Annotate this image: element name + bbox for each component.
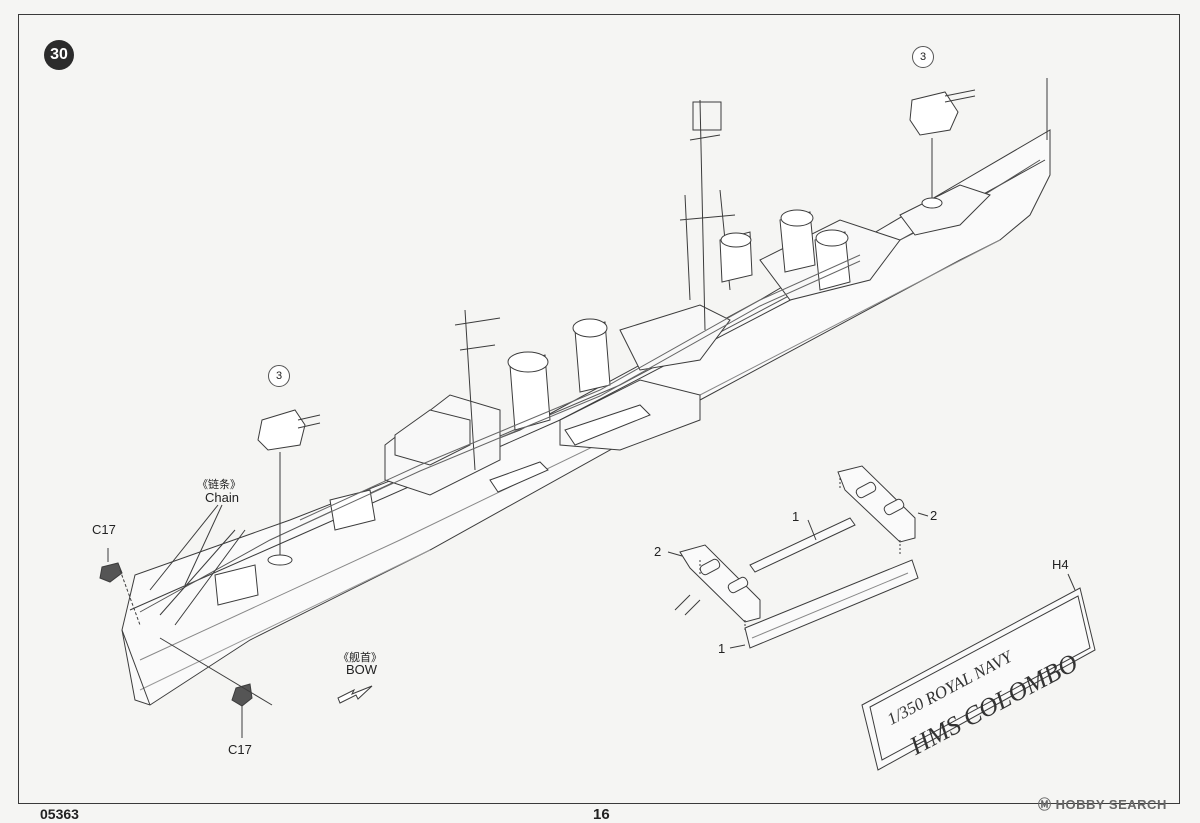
part-callout-aft-turret: 3 — [912, 46, 934, 68]
watermark-logo: Ⓜ HOBBY SEARCH — [1038, 797, 1167, 812]
funnels — [507, 318, 611, 431]
turret-part-aft — [909, 89, 976, 209]
display-stand-parts — [667, 465, 929, 649]
name-plate — [861, 573, 1096, 771]
page-number: 16 — [593, 806, 610, 823]
masts — [454, 78, 1048, 471]
deck-railings — [299, 254, 861, 527]
stand-part-1-lower: 1 — [718, 641, 726, 656]
stand-part-2-left: 2 — [654, 544, 662, 559]
name-plate-part-label: H4 — [1052, 557, 1069, 572]
stand-part-1-upper: 1 — [792, 509, 800, 524]
bow-label: BOW — [346, 662, 378, 677]
stand-part-2-right: 2 — [930, 508, 938, 523]
turret-part-fwd — [257, 409, 321, 566]
lifeboats — [489, 404, 651, 493]
chain-label: Chain — [205, 490, 239, 505]
bow-arrow — [337, 685, 373, 704]
chain-label-cn: 《链条》 — [197, 479, 241, 491]
c17-parts — [99, 548, 273, 738]
ship-turrets — [214, 209, 851, 606]
step-number-badge: 30 — [44, 40, 74, 70]
product-code: 05363 — [40, 806, 79, 822]
page-border — [18, 14, 1180, 804]
c17-label-top: C17 — [92, 522, 116, 537]
c17-label-bottom: C17 — [228, 742, 252, 757]
part-callout-fwd-turret: 3 — [268, 365, 290, 387]
chain-leaders — [149, 504, 246, 626]
bow-label-cn: 《舰首》 — [338, 652, 382, 664]
